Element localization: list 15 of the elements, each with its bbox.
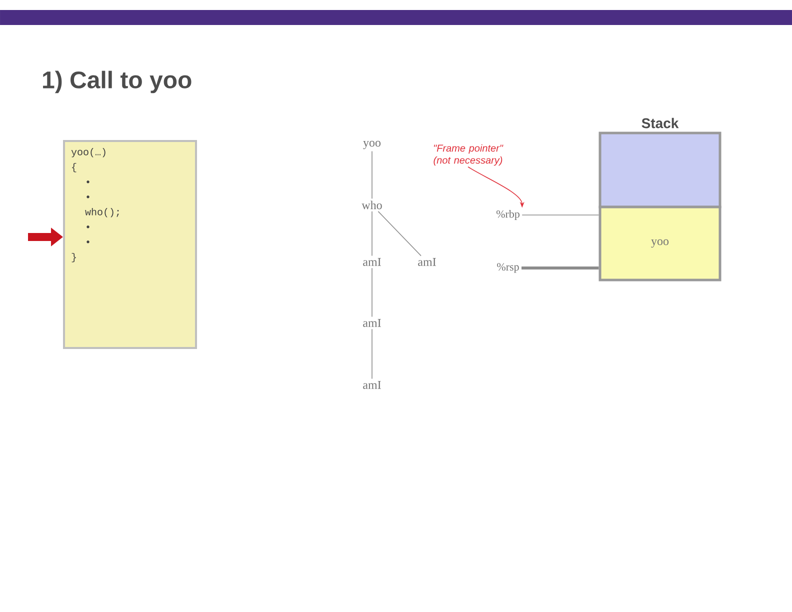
code-box: yoo(…) { • • who(); • • } [63,140,197,349]
call-tree-label: amI [418,258,436,266]
call-tree-label: amI [363,258,381,266]
call-tree-label: yoo [363,140,381,150]
stack-frame [598,118,722,208]
tree-line [378,211,422,256]
register-label: %rbp [496,210,520,220]
register-label: %rsp [497,263,519,273]
call-tree-label: amI [363,381,381,389]
call-tree-label: amI [363,319,381,327]
heading-label: Stack [642,118,679,128]
handwritten-note: "Frame pointer" (not necessary) [434,144,504,166]
call-tree-label: who [362,200,382,210]
stack-frame: yoo [598,206,722,282]
slide-title: 1) Call to yoo [43,70,192,94]
